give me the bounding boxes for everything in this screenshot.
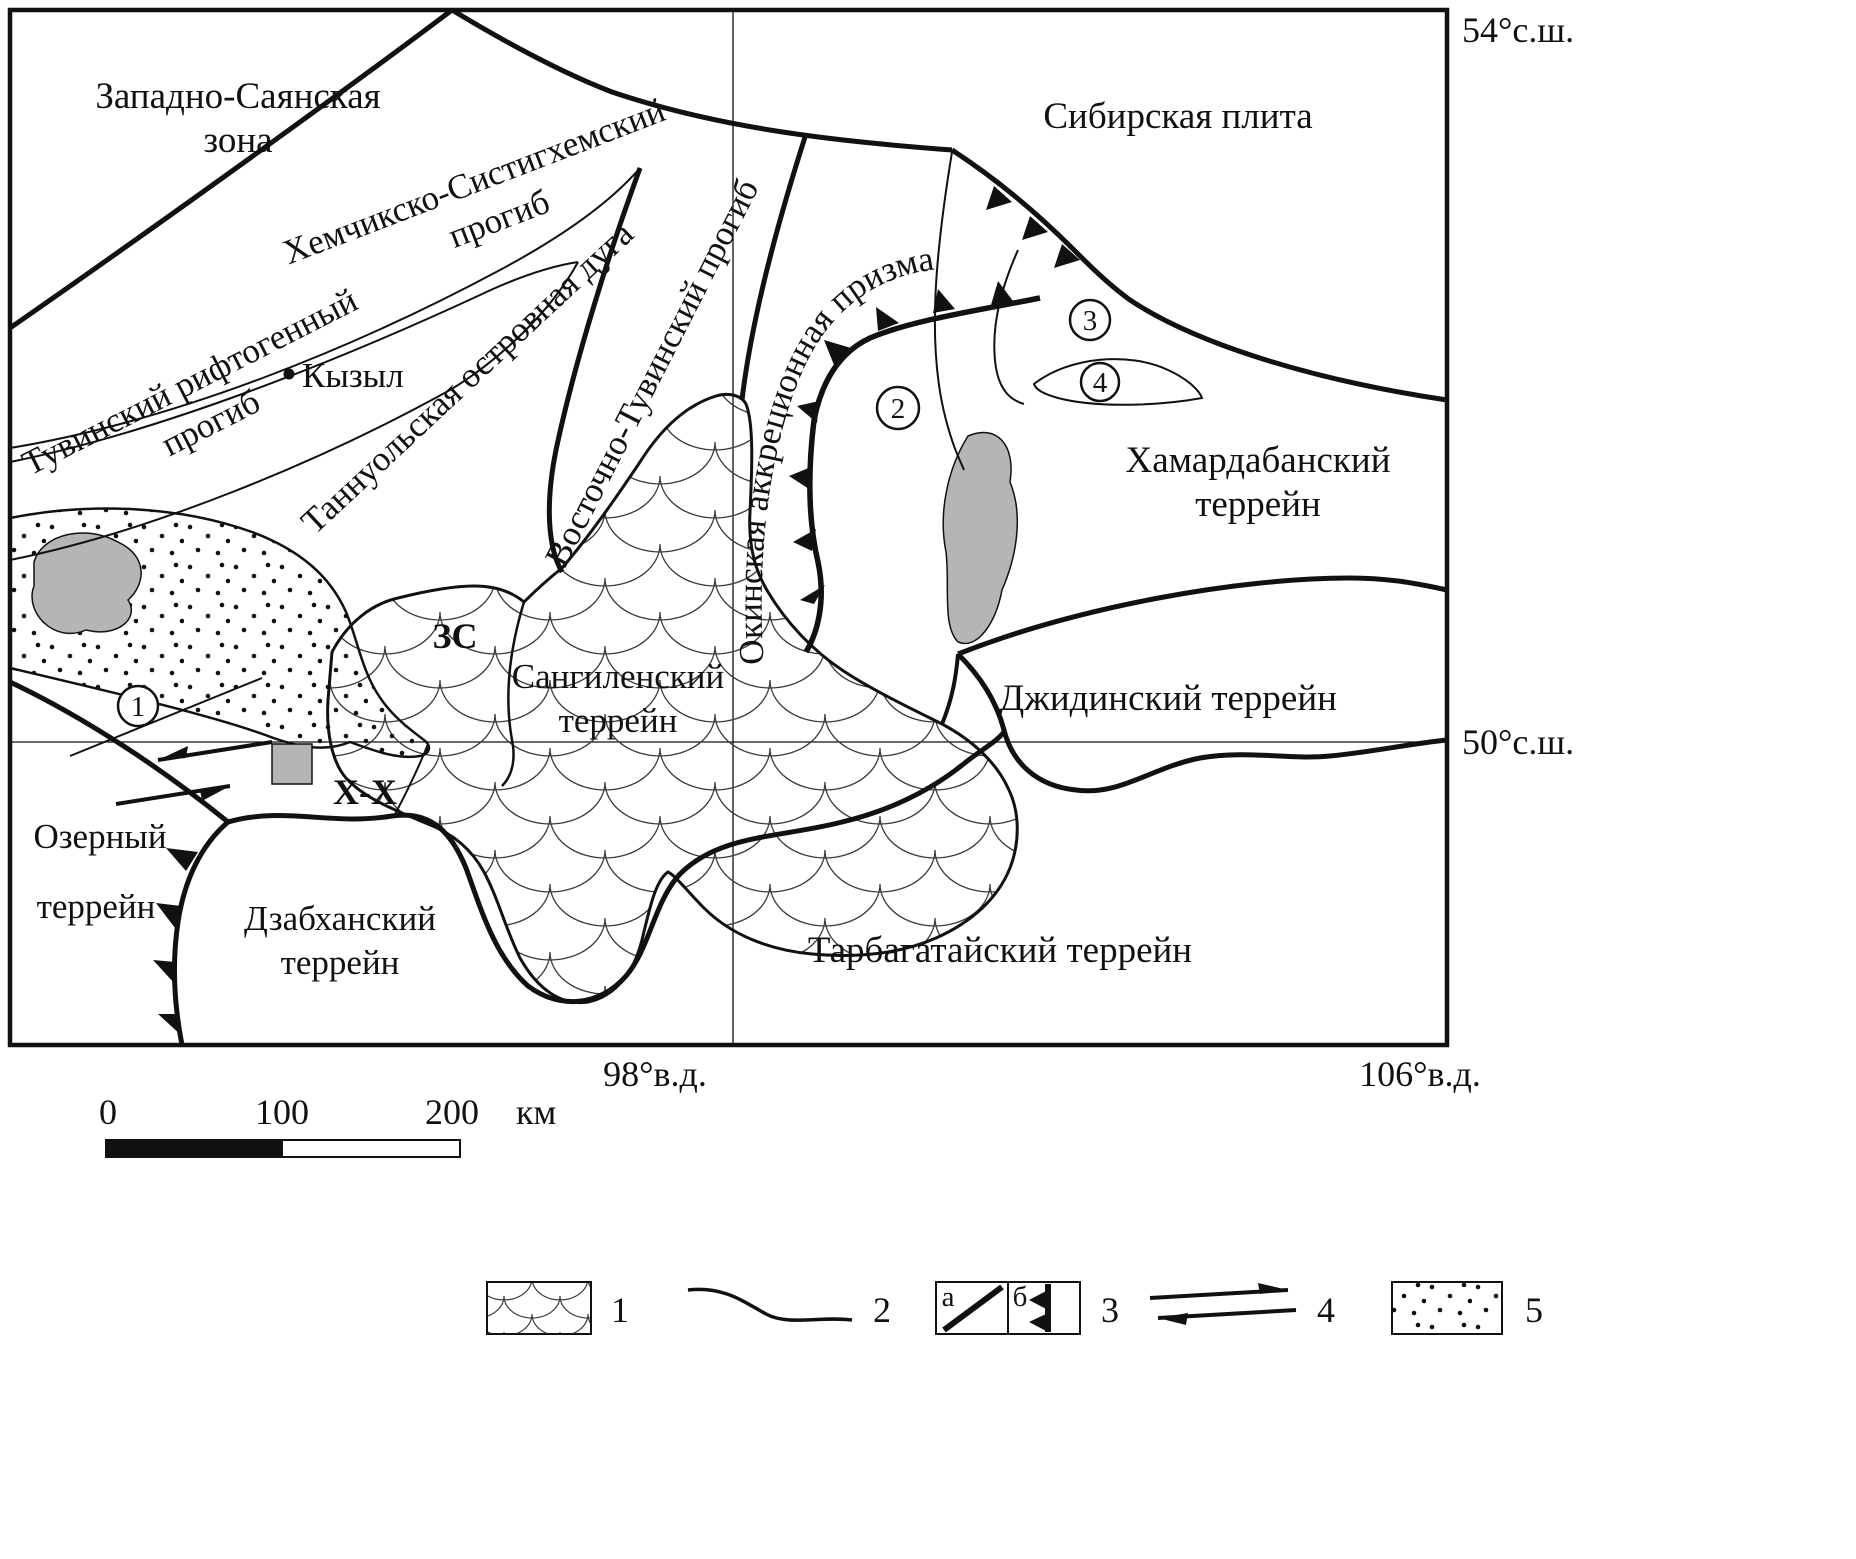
label-sangilen-2: террейн (559, 701, 678, 740)
region2-east-boundary (933, 151, 965, 471)
numbered-locality-1: 1 (116, 684, 160, 728)
scale-bar: 0 100 200 км (99, 1092, 556, 1158)
numbered-locality-1-text: 1 (131, 691, 146, 723)
region4-lens-boundary (1032, 358, 1204, 406)
zs-divider-line (501, 601, 526, 787)
numbered-locality-4-text: 4 (1093, 367, 1108, 399)
numbered-locality-3-text: 3 (1083, 305, 1098, 337)
label-ozerny-2: террейн (37, 887, 156, 926)
scale-tick-100: 100 (255, 1092, 309, 1132)
label-khamardaban-2: террейн (1195, 484, 1321, 525)
legend-item-4-strike-slip (1149, 1283, 1297, 1325)
graticule-label-98e: 98°в.д. (603, 1054, 707, 1094)
legend: 1 2 а б 3 4 5 (486, 1281, 1543, 1335)
legend-item-3b-tooth-1 (1029, 1290, 1048, 1310)
gray-patch-east (942, 431, 1019, 645)
dzhida-south-boundary-fault (956, 652, 1448, 794)
legend-item-4-number: 4 (1317, 1290, 1335, 1330)
khemchik-south-boundary (9, 167, 641, 449)
label-dzabkhansky-1: Дзабханский (244, 899, 436, 938)
legend-item-1-number: 1 (611, 1290, 629, 1330)
numbered-locality-4: 4 (1079, 361, 1121, 403)
region3-west-boundary (993, 249, 1025, 405)
legend-item-1-swatch (486, 1281, 592, 1335)
numbered-locality-2-text: 2 (891, 393, 906, 425)
numbered-locality-2: 2 (875, 385, 921, 431)
legend-item-5-number: 5 (1525, 1290, 1543, 1330)
legend-item-3a-letter: а (942, 1281, 955, 1313)
legend-item-3-number: 3 (1101, 1290, 1119, 1330)
label-sangilen-1: Сангиленский (512, 657, 724, 696)
label-zapadno-sayan-2: зона (203, 120, 272, 161)
label-xx: Х-Х (333, 772, 397, 812)
east-tuva-west-boundary-fault (546, 167, 643, 574)
region1-divider-line (69, 677, 263, 757)
siberian-plate-boundary-fault (950, 147, 1448, 403)
siberian-boundary-thrust-teeth (986, 186, 1080, 268)
east-tuva-east-boundary-fault (739, 133, 809, 401)
west-sayan-boundary-fault (8, 8, 454, 331)
legend-item-2-boundary-line (687, 1287, 853, 1322)
label-zs: ЗС (433, 616, 478, 656)
city-dot-kyzyl (283, 368, 295, 380)
scale-unit: км (516, 1092, 556, 1132)
ozerny-dzabkhan-thrust-fault (172, 820, 230, 1046)
legend-item-5-swatch (1391, 1281, 1503, 1335)
legend-item-3b-box (1007, 1281, 1081, 1335)
label-ozerny-1: Озерный (33, 817, 166, 856)
city-label-kyzyl: Кызыл (302, 356, 404, 395)
label-sibirskaya-plita: Сибирская плита (1043, 96, 1312, 137)
label-zapadno-sayan-1: Западно-Саянская (95, 76, 380, 117)
label-khamardaban-1: Хамардабанский (1125, 440, 1390, 481)
numbered-locality-3: 3 (1068, 298, 1112, 342)
legend-item-3b-letter: б (1013, 1281, 1028, 1313)
scale-bar-white-segment (281, 1139, 461, 1158)
graticule-label-54n: 54°с.ш. (1462, 10, 1574, 50)
scale-tick-200: 200 (425, 1092, 479, 1132)
tuvinsky-trough-north-boundary (9, 261, 579, 463)
graticule-label-50n: 50°с.ш. (1462, 722, 1574, 762)
south-terranes-boundary-fault (227, 730, 1006, 1005)
legend-item-3a-fault-line (942, 1284, 1004, 1333)
dotted-tail-connector (393, 743, 429, 817)
top-central-fault (450, 7, 953, 153)
ozerny-northeast-fault (8, 679, 230, 824)
gray-patch-west (31, 532, 142, 635)
graticule-label-106e: 106°в.д. (1359, 1054, 1481, 1094)
strike-slip-symbol (115, 740, 273, 806)
legend-item-3b-tooth-2 (1029, 1313, 1048, 1332)
legend-item-2-number: 2 (873, 1290, 891, 1330)
sangilen-terrane-scalloped-area (326, 392, 1019, 1005)
khamardaban-dzhida-boundary-fault (957, 575, 1448, 657)
label-dzhidinsky: Джидинский террейн (999, 678, 1337, 719)
scale-bar-black-segment (105, 1139, 283, 1158)
label-tarbagataisky: Тарбагатайский террейн (808, 930, 1192, 971)
oka-prism-thrust-teeth (789, 281, 1013, 604)
gray-rect-marker (271, 743, 313, 785)
scale-tick-0: 0 (99, 1092, 117, 1132)
sangilen-ne-connector-fault (940, 653, 960, 725)
label-dzabkhansky-2: террейн (281, 943, 400, 982)
tuvinsky-trough-south-boundary (9, 261, 579, 561)
ozerny-dzabkhan-thrust-teeth (153, 848, 198, 1036)
